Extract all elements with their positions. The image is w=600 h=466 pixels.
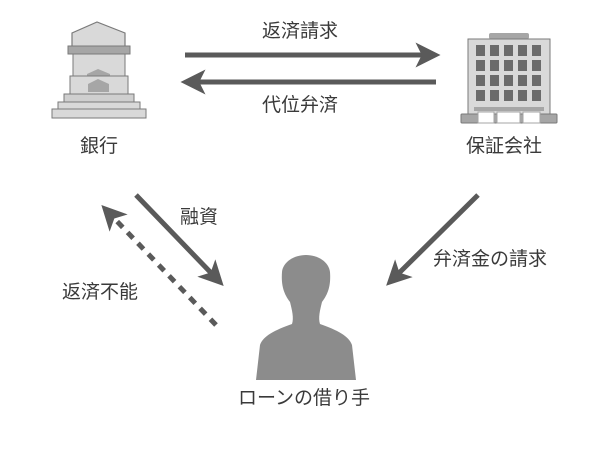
building-window [490,90,499,101]
building-window [518,45,527,56]
building-window [532,75,541,86]
building-window [504,60,513,71]
default-label: 返済不能 [62,281,139,303]
building-window [490,45,499,56]
building-window [476,90,485,101]
building-window [504,45,513,56]
building-window [532,60,541,71]
bank-label: 銀行 [80,135,119,157]
building-window [476,75,485,86]
subrogation-label: 代位弁済 [262,94,339,116]
building-window [504,90,513,101]
building-window [476,60,485,71]
building-window [504,75,513,86]
reimbursement-claim-label: 弁済金の請求 [433,248,548,270]
person-silhouette-icon [256,255,356,380]
building-window [476,45,485,56]
default-arrow [101,204,218,327]
building-window [518,90,527,101]
repayment-request-label: 返済請求 [262,20,339,42]
reimbursement-claim-arrow [386,193,480,286]
guarantor-label: 保証会社 [466,135,543,157]
office-building-icon [460,33,558,124]
building-window [490,60,499,71]
building-window [532,45,541,56]
building-window [490,75,499,86]
building-window [518,75,527,86]
bank-building-icon [51,21,147,119]
loan-label: 融資 [180,206,219,228]
borrower-label: ローンの借り手 [238,387,371,409]
building-window [532,90,541,101]
loan-arrow [134,193,224,287]
building-window [518,60,527,71]
